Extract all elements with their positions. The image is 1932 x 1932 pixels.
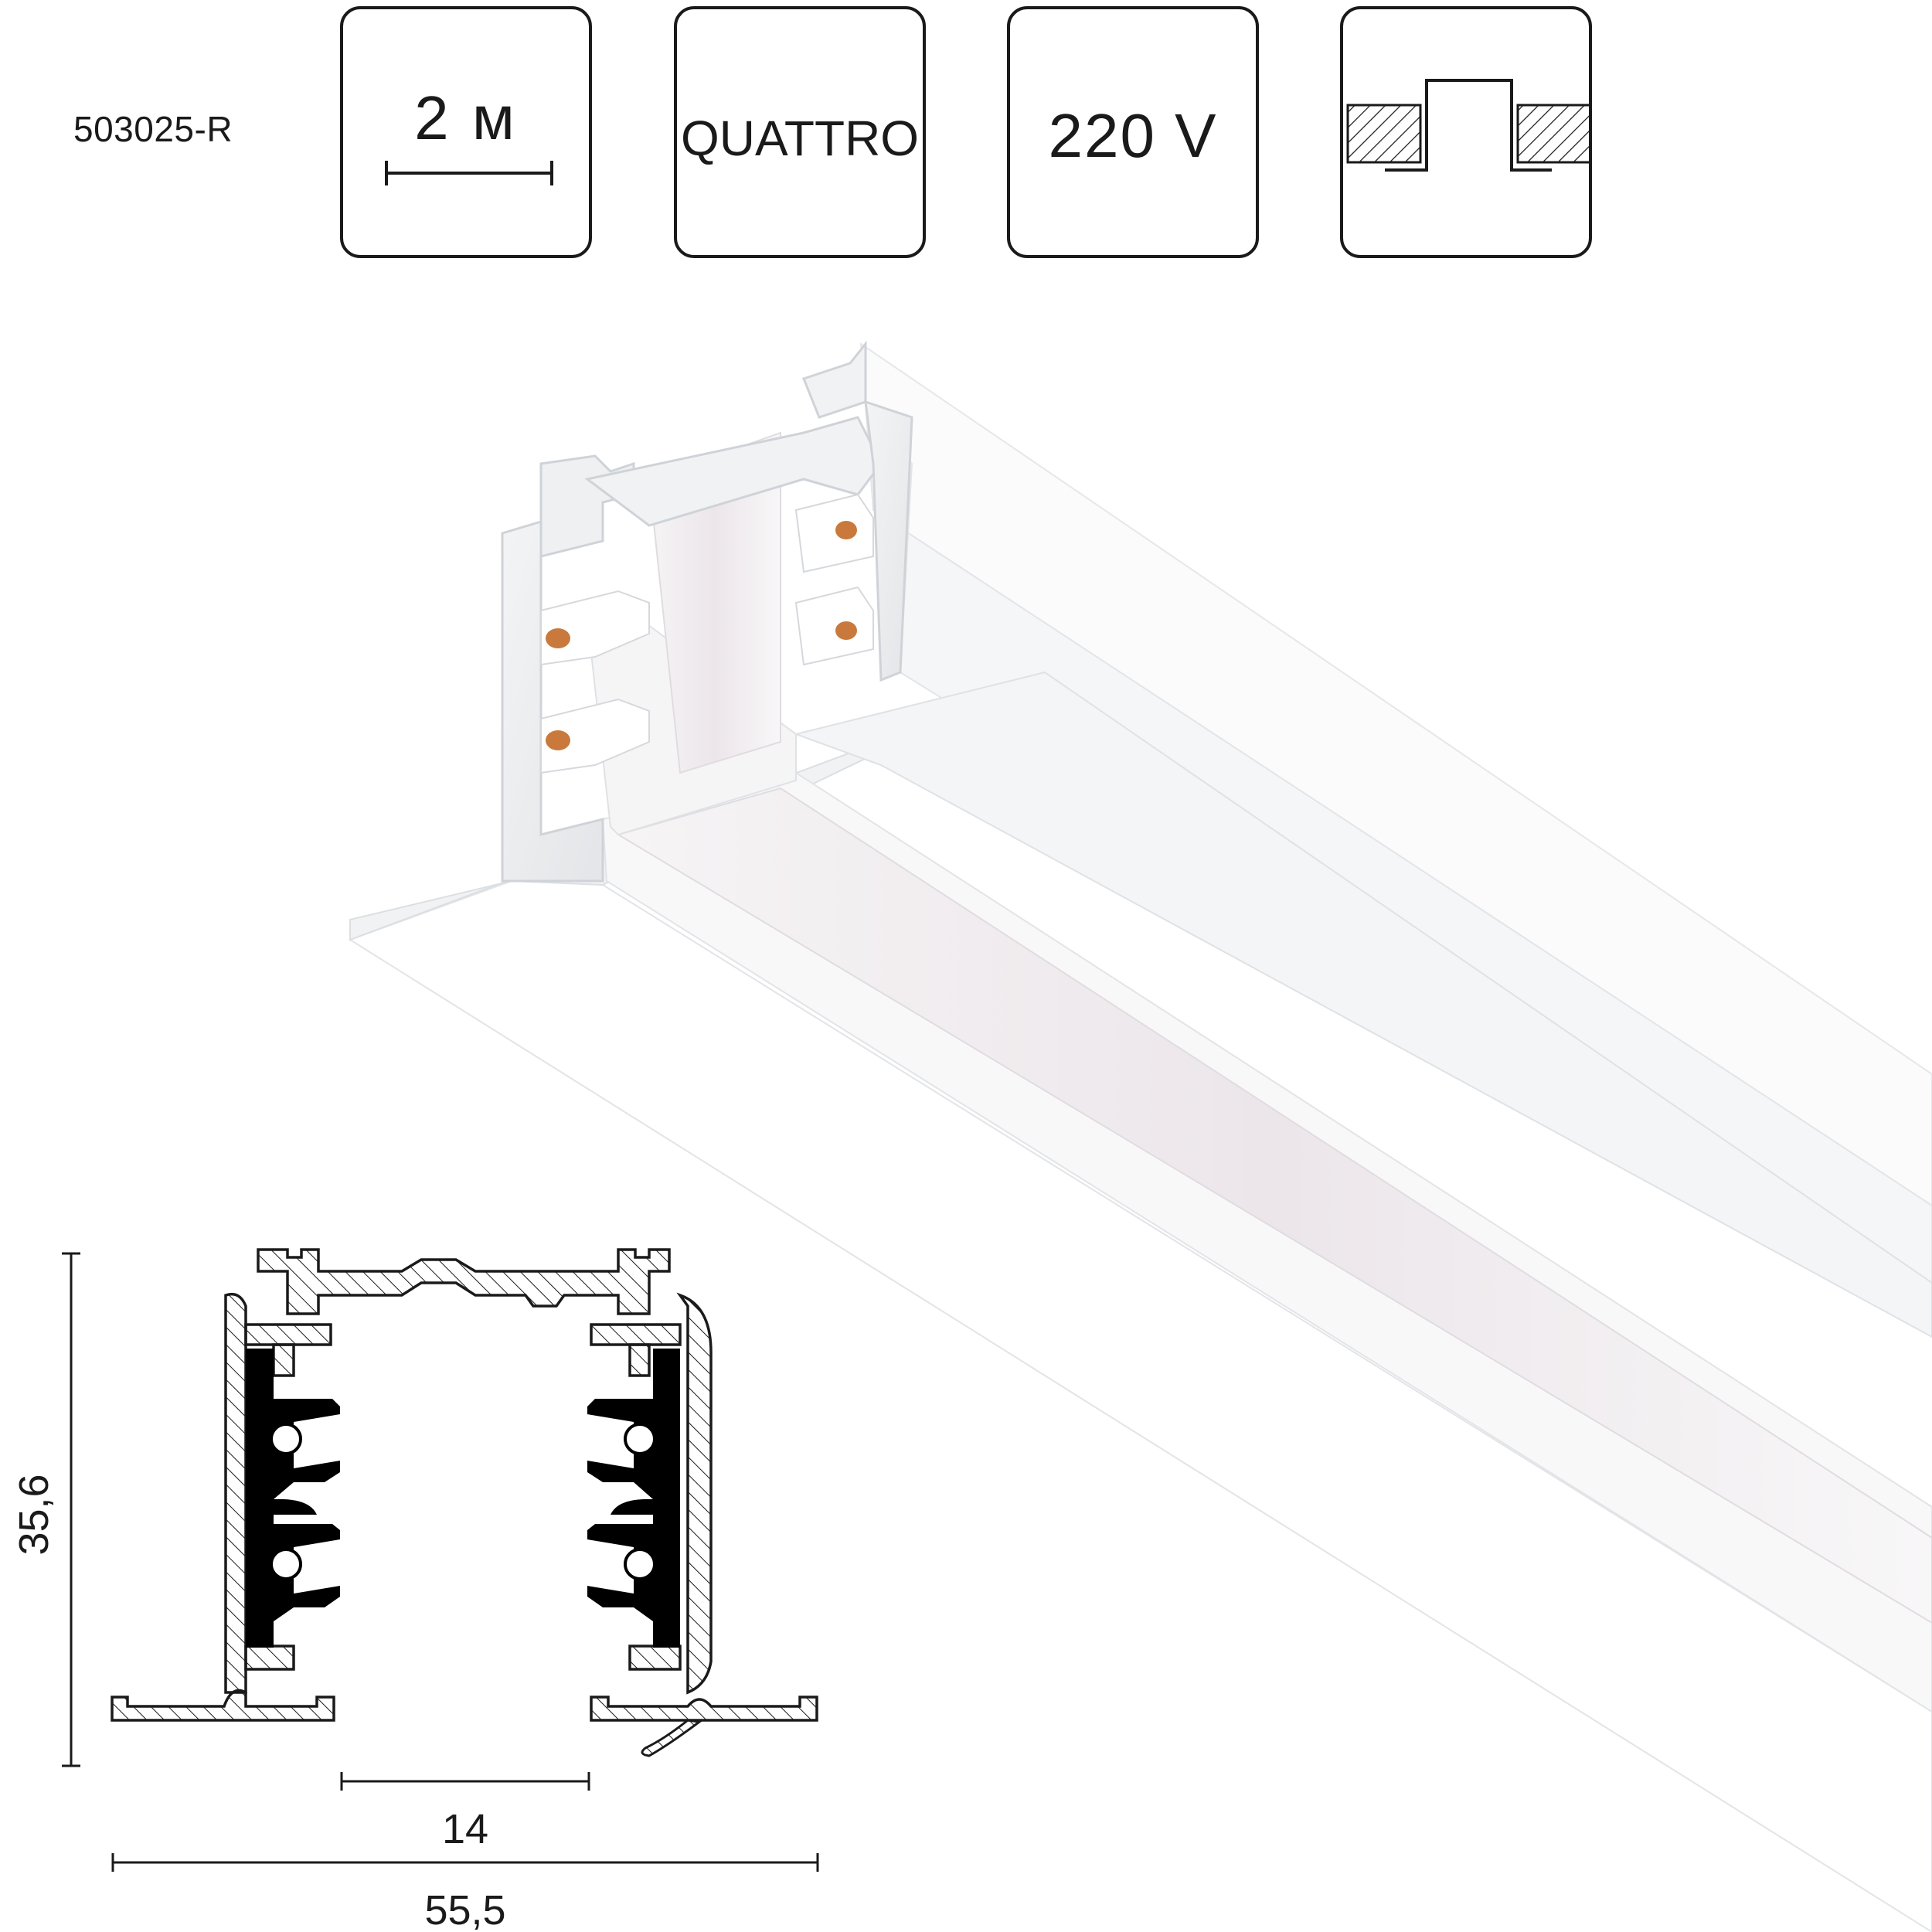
opening-dimension-line [340,1772,590,1791]
height-dimension-label: 35,6 [11,1474,57,1555]
track-3d-render [348,340,1932,1932]
voltage-spec-badge: 220 V [1007,6,1259,258]
length-label: 2 м [414,83,518,152]
length-spec-badge: 2 м [340,6,592,258]
mounting-spec-badge [1340,6,1592,258]
cross-section-drawing: 35,6 14 55,5 [11,1248,819,1932]
system-label: QUATTRO [680,111,920,166]
voltage-label: 220 V [1048,101,1218,170]
recessed-mount-icon [1346,79,1592,172]
length-ruler-icon [385,161,553,185]
system-spec-badge: QUATTRO [674,6,926,258]
height-dimension-line [62,1252,80,1767]
opening-dimension-label: 14 [442,1806,488,1852]
product-sku: 503025-R [73,109,233,149]
total-width-dimension-line [111,1853,819,1872]
total-width-dimension-label: 55,5 [424,1887,505,1932]
